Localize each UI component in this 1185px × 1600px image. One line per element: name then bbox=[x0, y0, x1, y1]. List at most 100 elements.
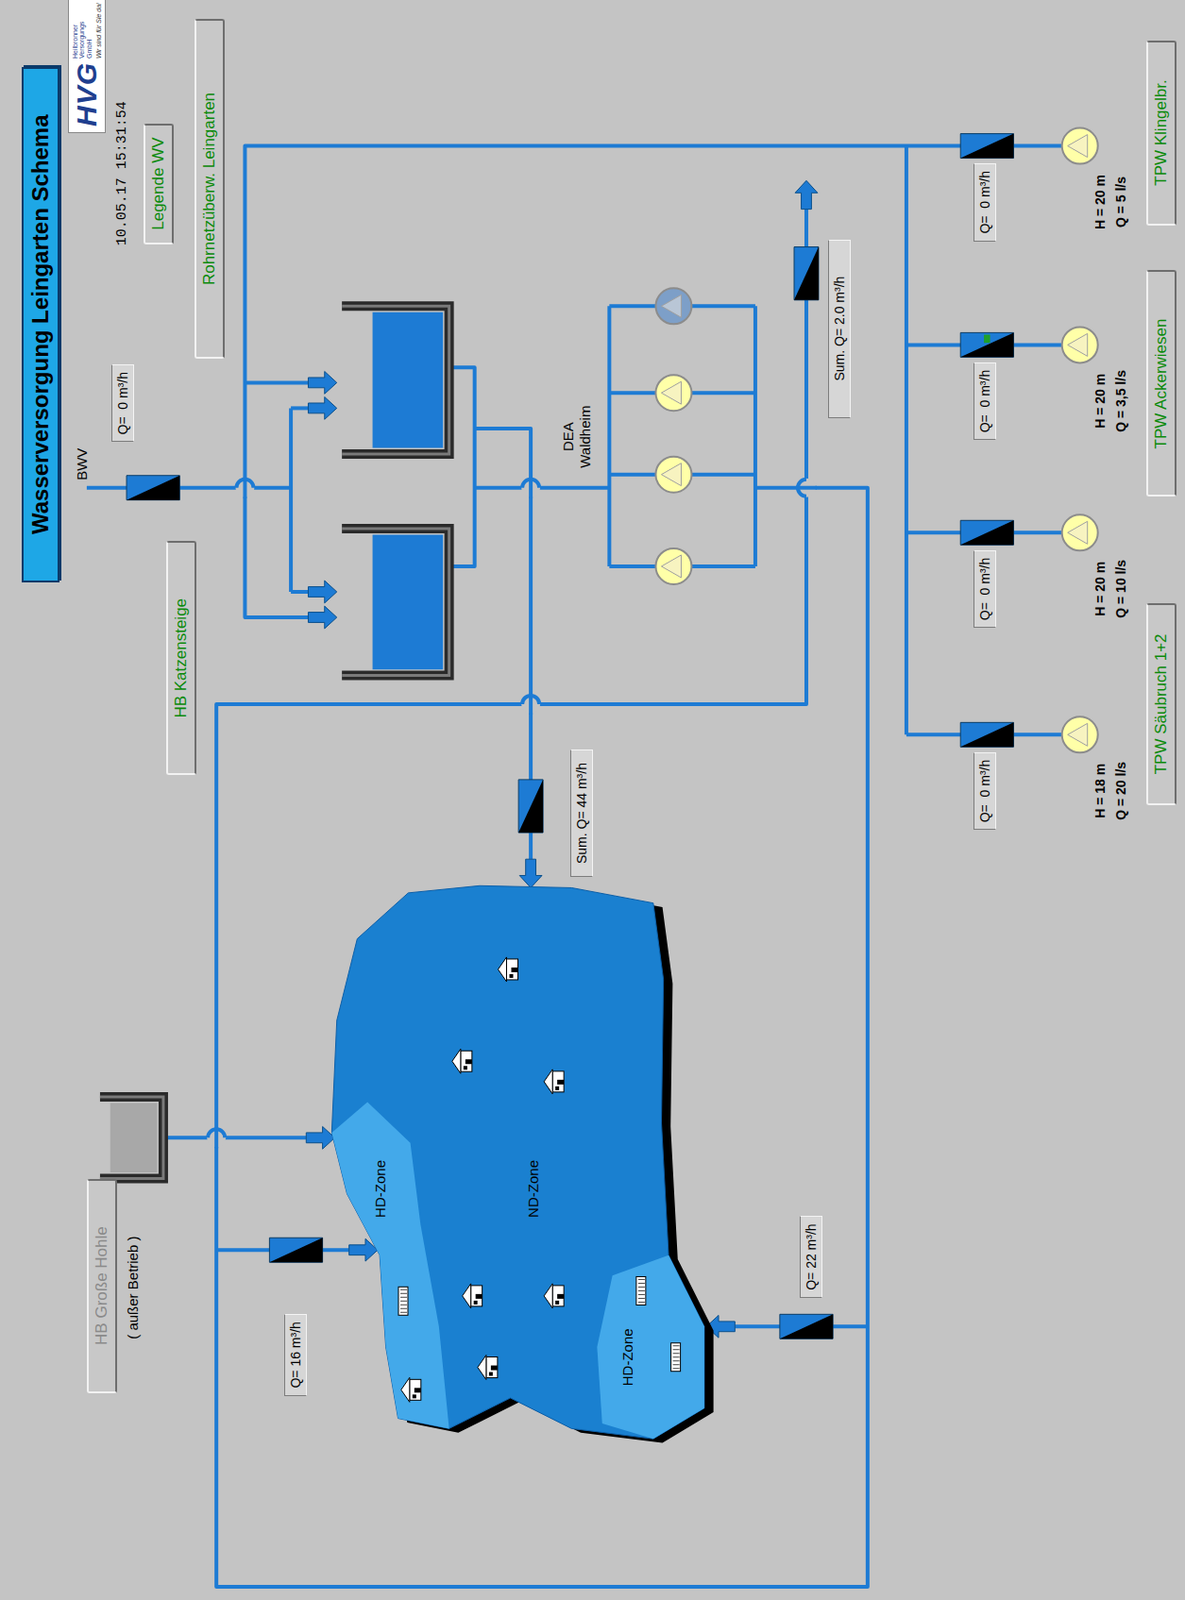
node-text: Q= 22 m³/h bbox=[803, 1223, 819, 1290]
pipe-label: BWV bbox=[73, 448, 90, 481]
nav-button: Legende WV bbox=[143, 123, 174, 245]
pump-spec: Q = 20 l/s bbox=[1113, 761, 1129, 821]
flow-arrow bbox=[305, 1126, 335, 1150]
pump-spec: H = 20 m bbox=[1092, 561, 1108, 617]
flow-value: Q= 0 m³/h bbox=[973, 550, 997, 629]
station-label: DEA Waldheim bbox=[559, 400, 593, 474]
supply-area: ND-ZoneHD-ZoneHD-Zone bbox=[326, 882, 715, 1450]
flow-meter bbox=[794, 247, 819, 301]
nav-button: Rohrnetzüberw. Leingarten bbox=[194, 18, 225, 359]
pump-spec: Q = 10 l/s bbox=[1113, 559, 1129, 619]
pipe bbox=[904, 146, 909, 736]
pump-symbol bbox=[655, 374, 692, 411]
pump-symbol bbox=[655, 457, 692, 493]
flow-value: Q= 0 m³/h bbox=[973, 362, 997, 441]
flow-meter bbox=[126, 475, 180, 501]
flow-meter bbox=[269, 1237, 322, 1263]
pipe bbox=[86, 486, 291, 491]
pipe-crossing bbox=[206, 1127, 226, 1149]
pipe bbox=[216, 209, 868, 1588]
pump-spec: H = 20 m bbox=[1092, 174, 1108, 230]
house-icon bbox=[543, 1284, 564, 1309]
pipe bbox=[753, 305, 758, 567]
pump-symbol bbox=[655, 287, 692, 324]
node-text: Q= 0 m³/h bbox=[977, 370, 993, 434]
flow-value: Q= 0 m³/h bbox=[111, 364, 135, 443]
node-text: Sum. Q= 2.0 m³/h bbox=[831, 247, 847, 411]
pump-symbol bbox=[1062, 514, 1099, 551]
node-text: Legende WV bbox=[149, 135, 169, 234]
pipe bbox=[290, 406, 308, 410]
node-text: Q= 0 m³/h bbox=[977, 170, 993, 235]
tank-symbol bbox=[341, 528, 450, 677]
node-text: TPW Ackerwiesen bbox=[1151, 281, 1171, 486]
flow-meter bbox=[960, 134, 1014, 159]
node-text: HVG bbox=[70, 62, 103, 127]
house-icon bbox=[452, 1049, 473, 1074]
pipe bbox=[290, 590, 308, 594]
flow-meter bbox=[779, 1314, 833, 1339]
flow-meter bbox=[518, 779, 543, 833]
nav-button: TPW Ackerwiesen bbox=[1146, 270, 1177, 497]
flow-meter bbox=[960, 722, 1014, 747]
nav-button: TPW Klingelbr. bbox=[1146, 40, 1177, 226]
flow-meter bbox=[960, 332, 1014, 357]
pipe bbox=[163, 1135, 306, 1140]
pump-symbol bbox=[655, 548, 692, 585]
pipe bbox=[244, 380, 308, 385]
pump-symbol bbox=[1062, 326, 1099, 363]
pipe bbox=[244, 146, 1080, 618]
timestamp: 10.05.17 15:31:54 bbox=[114, 101, 131, 246]
status-note: ( außer Betrieb ) bbox=[124, 1236, 141, 1340]
flow-value: Q= 22 m³/h bbox=[799, 1216, 823, 1298]
house-icon bbox=[671, 1343, 681, 1372]
pump-symbol bbox=[1062, 716, 1099, 753]
node-text: HD-Zone bbox=[619, 1328, 636, 1387]
node-text: Sum. Q= 44 m³/h bbox=[574, 757, 590, 870]
pump-spec: H = 18 m bbox=[1092, 763, 1108, 819]
house-icon bbox=[398, 1286, 408, 1316]
pump-symbol bbox=[1062, 128, 1099, 165]
pump-spec: Q = 5 l/s bbox=[1113, 176, 1129, 228]
zone-label: HD-Zone bbox=[372, 1160, 389, 1219]
tank-symbol bbox=[341, 305, 450, 455]
tank-symbol bbox=[100, 1097, 164, 1179]
node-text: HD-Zone bbox=[372, 1160, 389, 1219]
flow-value: Q= 0 m³/h bbox=[973, 752, 997, 831]
flow-value: Q= 16 m³/h bbox=[284, 1314, 307, 1396]
node-text: HB Katzensteige bbox=[171, 552, 191, 764]
node-text: TPW Säubruch 1+2 bbox=[1151, 614, 1171, 795]
flow-arrow bbox=[307, 397, 337, 421]
flow-value: Q= 0 m³/h bbox=[973, 163, 997, 242]
node-text: Q= 16 m³/h bbox=[287, 1321, 304, 1389]
title-banner: Wasserversorgung Leingarten Schema bbox=[21, 67, 60, 583]
pipe-crossing bbox=[521, 477, 541, 499]
flow-arrow bbox=[307, 371, 337, 394]
flow-value: Sum. Q= 44 m³/h bbox=[570, 749, 593, 878]
pipe bbox=[288, 407, 293, 593]
node-text: Heilbronner Versorgungs GmbH bbox=[71, 2, 93, 59]
flow-arrow bbox=[307, 606, 337, 629]
house-icon bbox=[462, 1284, 483, 1309]
pump-spec: H = 20 m bbox=[1092, 373, 1108, 429]
node-text: Q= 0 m³/h bbox=[977, 760, 993, 824]
pipe-crossing bbox=[235, 477, 254, 499]
flow-arrow bbox=[795, 180, 818, 209]
zone-label: HD-Zone bbox=[619, 1328, 636, 1387]
company-logo: HVG Heilbronner Versorgungs GmbHWir sind … bbox=[67, 0, 106, 134]
house-icon bbox=[636, 1276, 646, 1305]
nav-button: TPW Säubruch 1+2 bbox=[1146, 603, 1177, 806]
node-text: HB Große Hohle bbox=[92, 1190, 112, 1383]
node-text: TPW Klingelbr. bbox=[1151, 51, 1171, 215]
node-text: Q= 0 m³/h bbox=[977, 558, 993, 622]
node-text: ND-Zone bbox=[524, 1160, 542, 1219]
node-text: Rohrnetzüberw. Leingarten bbox=[200, 30, 220, 348]
node-text: Wir sind für Sie da! bbox=[95, 2, 102, 59]
pump-spec: Q = 3,5 l/s bbox=[1113, 370, 1129, 433]
pipe bbox=[474, 486, 610, 491]
pipe-crossing bbox=[795, 478, 817, 498]
node-text: Q= 0 m³/h bbox=[115, 372, 131, 436]
nav-button: HB Große Hohle bbox=[86, 1179, 118, 1394]
flow-meter bbox=[960, 520, 1014, 545]
nav-button: HB Katzensteige bbox=[166, 541, 197, 776]
